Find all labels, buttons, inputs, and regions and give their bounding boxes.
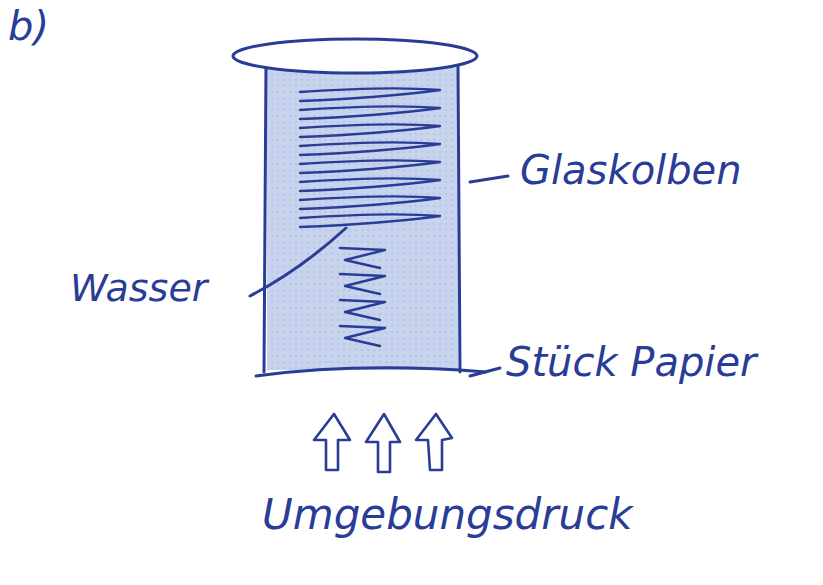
leader-line [250, 228, 346, 296]
water-squiggle [300, 196, 440, 209]
water [267, 68, 458, 370]
paper [256, 368, 486, 376]
water-squiggle [300, 124, 440, 137]
leader-line [470, 368, 500, 376]
water-squiggle [300, 88, 440, 101]
tube-rim [233, 39, 477, 73]
leader-line [470, 176, 508, 182]
water-squiggle [340, 300, 385, 320]
water-squiggle [300, 142, 440, 155]
part-label: Stück Papier [506, 340, 757, 384]
water-squiggle [340, 326, 385, 346]
water-squiggle [340, 248, 385, 268]
water-squiggle [300, 88, 440, 346]
pressure-arrow [314, 414, 452, 472]
tube-wall [458, 66, 460, 372]
pressure-label: Umgebungsdruck [262, 492, 633, 538]
part-label: Glaskolben [520, 148, 742, 192]
part-label: Wasser [70, 268, 207, 310]
water-squiggle [340, 274, 385, 294]
water-squiggle [300, 160, 440, 173]
water-squiggle [300, 106, 440, 119]
water-squiggle [300, 214, 440, 227]
water-squiggle [300, 178, 440, 191]
subfigure-letter: b) [8, 4, 49, 48]
tube-wall [264, 66, 266, 372]
